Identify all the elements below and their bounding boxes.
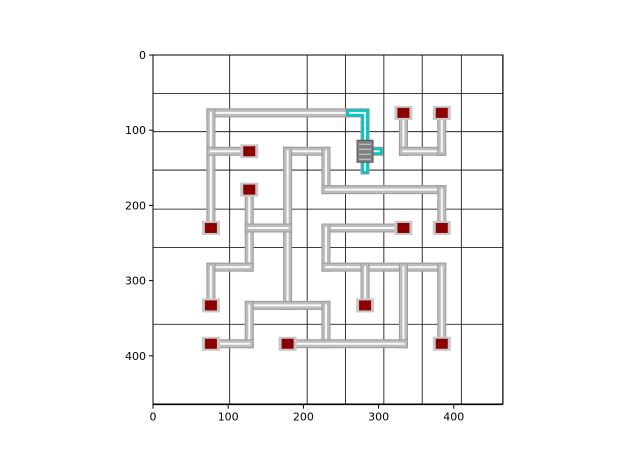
server-icon — [356, 139, 374, 163]
y-tick-label: 400 — [125, 350, 146, 363]
computer-screen — [204, 300, 217, 311]
nodes — [201, 105, 451, 351]
computer-screen — [359, 300, 372, 311]
y-axis-ticks: 0 100 200 300 400 — [125, 49, 153, 363]
computer-screen — [281, 338, 294, 349]
y-tick-label: 200 — [125, 199, 146, 212]
computer-screen — [243, 146, 256, 157]
y-tick-label: 0 — [139, 49, 146, 62]
computer-screen — [397, 222, 410, 233]
computer-screen — [204, 222, 217, 233]
x-tick-label: 0 — [150, 411, 157, 424]
computer-screen — [435, 107, 448, 118]
x-tick-label: 200 — [293, 411, 314, 424]
x-tick-label: 100 — [218, 411, 239, 424]
computer-screen — [397, 107, 410, 118]
x-axis-ticks: 0 100 200 300 400 — [150, 404, 464, 424]
x-tick-label: 400 — [443, 411, 464, 424]
computer-screen — [435, 338, 448, 349]
y-tick-label: 300 — [125, 275, 146, 288]
axes-frame — [152, 54, 504, 405]
computer-screen — [243, 184, 256, 195]
y-tick-label: 100 — [125, 124, 146, 137]
computer-screen — [435, 222, 448, 233]
computer-screen — [204, 338, 217, 349]
x-tick-label: 300 — [368, 411, 389, 424]
